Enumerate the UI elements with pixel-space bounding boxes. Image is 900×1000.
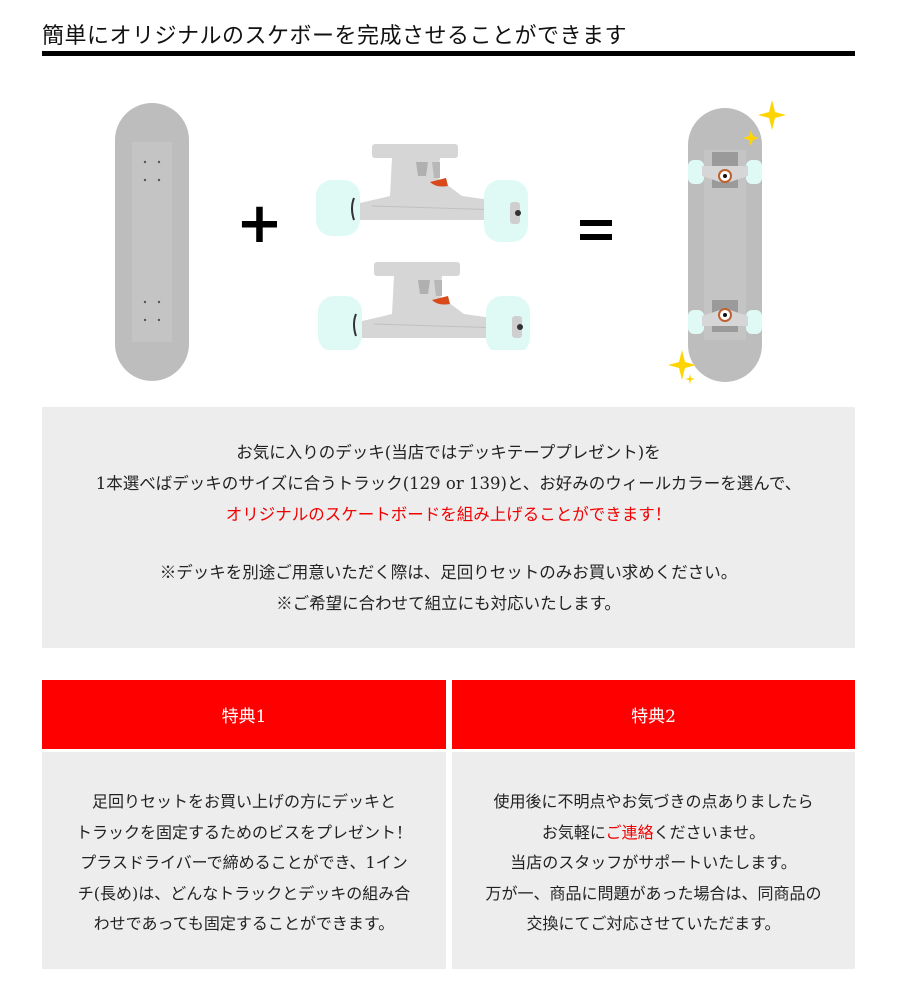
perk-1-line: 足回りセットをお買い上げの方にデッキと (91, 792, 396, 811)
perk-2-line: 万が一、商品に問題があった場合は、同商品の (485, 883, 822, 903)
complete-skateboard-image (668, 100, 786, 384)
intro-highlight: オリジナルのスケートボードを組み上げることができます！ (225, 505, 672, 524)
intro-panel: お気に入りのデッキ(当店ではデッキテーププレゼント)を 1本選べばデッキのサイズ… (42, 407, 855, 648)
perk-2-line: 交換にてご対応させていただます。 (526, 914, 781, 933)
perk-2-line: 使用後に不明点やお気づきの点ありましたら (493, 792, 814, 811)
perk-2-line: お気軽にご連絡くださいませ。 (452, 818, 855, 849)
trucks-wheels-image (316, 144, 530, 350)
intro-line-2: 1本選べばデッキのサイズに合うトラック(129 or 139)と、お好みのウィー… (95, 474, 802, 493)
perk-2-line: 当店のスタッフがサポートいたします。 (510, 853, 797, 872)
perk-2-text: くださいませ。 (653, 822, 766, 842)
title-underline (42, 51, 855, 56)
perk-1-title: 特典1 (221, 707, 267, 727)
perk-2-text: お気軽に (541, 822, 606, 842)
perk-1-line: チ(長め)は、どんなトラックとデッキの組み合 (77, 883, 411, 903)
perk-1-line: プラスドライバーで締めることができ、1イン (80, 853, 408, 872)
assembly-illustration: + (0, 90, 900, 400)
perk-2-header: 特典2 (452, 680, 855, 749)
intro-line-1: お気に入りのデッキ(当店ではデッキテーププレゼント)を (236, 443, 661, 462)
plus-icon: + (236, 191, 283, 256)
equals-icon (580, 220, 612, 242)
perk-1-line: トラックを固定するためのビスをプレゼント！ (75, 822, 412, 842)
contact-link[interactable]: ご連絡 (605, 822, 654, 842)
perk-2-body: 使用後に不明点やお気づきの点ありましたら お気軽にご連絡くださいませ。 当店のス… (452, 752, 855, 969)
perk-2-title: 特典2 (631, 707, 676, 727)
sparkle-icon (668, 100, 786, 384)
perk-1-line: わせであっても固定することができます。 (93, 914, 395, 933)
perk-1-body: 足回りセットをお買い上げの方にデッキと トラックを固定するためのビスをプレゼント… (42, 752, 446, 969)
deck-image (115, 103, 189, 381)
intro-note-2: ※ご希望に合わせて組立にも対応いたします。 (276, 594, 621, 613)
intro-note-1: ※デッキを別途ご用意いただく際は、足回りセットのみお買い求めください。 (159, 563, 738, 582)
perk-1-header: 特典1 (42, 680, 446, 749)
page-title: 簡単にオリジナルのスケボーを完成させることができます (42, 24, 628, 49)
